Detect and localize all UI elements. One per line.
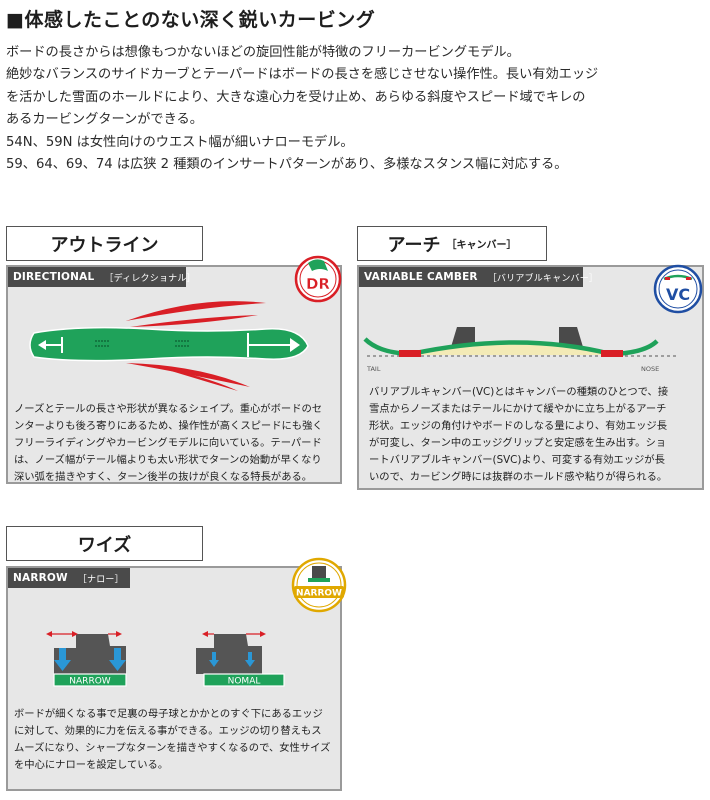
narrow-arrow-right-head <box>72 631 78 637</box>
normal-pressure-arrow-right-head <box>245 660 255 667</box>
outline-text-line: は、ノーズ幅がテール幅よりも太い形状でターンの始動が早くなり <box>14 454 322 466</box>
outline-text-line: ンターよりも後ろ寄りにあるため、操作性が高くスピードにも強く <box>14 420 323 432</box>
waist-text-line: を中心にナローを設定している。 <box>14 759 169 771</box>
intro-line: あるカービングターンができる。 <box>6 112 203 128</box>
sidecut-swoosh-lower-thin <box>158 367 238 391</box>
waist-label-en: NARROW <box>13 572 68 584</box>
narrow-arrow-left-head <box>46 631 52 637</box>
front-binding <box>559 327 583 347</box>
dr-badge-icon: DR <box>294 255 342 303</box>
page-title: ■体感したことのない深く鋭いカービング <box>6 9 376 31</box>
rear-binding <box>451 327 475 347</box>
arch-tab: アーチ ［キャンバー］ <box>357 226 547 261</box>
arch-text-line: バリアブルキャンバー(VC)とはキャンバーの種類のひとつで、接 <box>369 386 669 398</box>
waist-label-jp: ［ナロー］ <box>77 574 124 585</box>
nose-label: NOSE <box>641 365 659 373</box>
sidecut-swoosh-upper-thin <box>130 315 258 327</box>
normal-board <box>203 673 285 687</box>
arch-description: バリアブルキャンバー(VC)とはキャンバーの種類のひとつで、接 雪点からノーズま… <box>369 384 668 486</box>
waist-tab: ワイズ <box>6 526 203 561</box>
arch-text-line: 雪点からノーズまたはテールにかけて緩やかに立ち上がるアーチ <box>369 403 667 415</box>
dr-badge-text: DR <box>306 275 330 293</box>
arch-text-line: が可変し、ターン中のエッジグリップと安定感を生み出す。ショ <box>369 437 667 449</box>
outline-label-jp: ［ディレクショナル］ <box>104 273 196 284</box>
waist-tab-label: ワイズ <box>77 534 132 556</box>
arch-text-line: ートバリアブルキャンバー(SVC)より、可変する有効エッジが長 <box>369 454 665 466</box>
intro-line: 絶妙なバランスのサイドカーブとテーパードはボードの長さを感じさせない操作性。長い… <box>6 67 599 83</box>
outline-tab: アウトライン <box>6 226 203 261</box>
arch-text-line: いので、カービング時には抜群のホールド感や粘りが得られる。 <box>369 471 668 483</box>
tail-label: TAIL <box>366 365 381 373</box>
waist-text-line: に対して、効果的に力を伝える事ができる。エッジの切り替えもス <box>14 725 322 737</box>
normal-arrow-right-head <box>260 631 266 637</box>
camber-board-profile <box>363 337 659 357</box>
narrow-board-label: NARROW <box>69 677 110 687</box>
vc-badge-text: VC <box>666 285 690 304</box>
narrow-pressure-arrow-right <box>114 648 121 660</box>
narrow-badge-text: NARROW <box>296 589 342 599</box>
directional-board <box>29 326 309 362</box>
insert-dots <box>95 340 189 347</box>
intro-line: を活かした雪面のホールドにより、大きな遠心力を受け止め、あらゆる斜度やスピード域… <box>6 89 586 105</box>
sidecut-swoosh-upper <box>126 301 266 321</box>
narrow-pressure-arrow-left-head <box>54 660 71 671</box>
normal-pressure-arrow-right <box>248 652 252 660</box>
normal-board-label: NOMAL <box>228 677 261 687</box>
outline-tab-label: アウトライン <box>50 234 159 256</box>
arch-text-line: 形状。エッジの角付けやボードのしなる量により、有効エッジ長 <box>369 420 667 432</box>
outline-panel: DIRECTIONAL ［ディレクショナル］ ノーズとテールの長さや形状が異なる… <box>6 265 342 484</box>
narrow-boot <box>54 634 126 674</box>
outline-text-line: フリーライディングやカービングモデルに向いている。テーパード <box>14 437 322 449</box>
camber-diagram: TAIL NOSE <box>363 327 679 373</box>
waist-diagram: NARROW NOMAL <box>46 631 285 687</box>
narrow-arrow-right-head-2 <box>116 631 122 637</box>
intro-line: 54N、59N は女性向けのウエスト幅が細いナローモデル。 <box>6 134 354 150</box>
narrow-board <box>53 673 127 687</box>
outline-text-line: ノーズとテールの長さや形状が異なるシェイプ。重心がボードのセ <box>14 403 323 415</box>
tail-arrow-head <box>38 340 46 350</box>
waist-panel: NARROW ［ナロー］ NARROW NOMAL ボードが細くなる <box>6 566 342 791</box>
tail-contact-point <box>399 350 421 357</box>
normal-boot <box>196 634 262 674</box>
intro-line: ボードの長さからは想像もつかないほどの旋回性能が特徴のフリーカービングモデル。 <box>6 45 520 60</box>
arch-label-en: VARIABLE CAMBER <box>364 271 478 283</box>
outline-label-bar: DIRECTIONAL ［ディレクショナル］ <box>8 267 196 287</box>
vc-badge-icon: VC <box>653 264 703 314</box>
arch-tab-sub: ［キャンバー］ <box>446 240 517 251</box>
nose-contact-point <box>601 350 623 357</box>
waist-text-line: ボードが細くなる事で足裏の母子球とかかとのすぐ下にあるエッジ <box>14 708 323 720</box>
waist-description: ボードが細くなる事で足裏の母子球とかかとのすぐ下にあるエッジ に対して、効果的に… <box>14 706 330 774</box>
narrow-pressure-arrow-left <box>59 648 66 660</box>
intro-text: ボードの長さからは想像もつかないほどの旋回性能が特徴のフリーカービングモデル。 … <box>6 42 706 176</box>
waist-text-line: ムーズになり、シャープなターンを描きやすくなるので、女性サイズ <box>14 742 331 754</box>
arch-tab-label: アーチ <box>387 234 441 256</box>
outline-description: ノーズとテールの長さや形状が異なるシェイプ。重心がボードのセ ンターよりも後ろ寄… <box>14 401 323 486</box>
narrow-badge-icon: NARROW <box>291 557 347 613</box>
directional-board-diagram <box>29 301 309 391</box>
intro-line: 59、64、69、74 は広狭 2 種類のインサートパターンがあり、多様なスタン… <box>6 157 568 173</box>
nose-arrow-head <box>290 338 300 352</box>
arch-label-bar: VARIABLE CAMBER ［バリアブルキャンバー］ <box>359 267 598 287</box>
arch-panel: VARIABLE CAMBER ［バリアブルキャンバー］ TAIL NOSE バ… <box>357 265 704 490</box>
normal-pressure-arrow-left <box>212 652 216 660</box>
waist-label-bar: NARROW ［ナロー］ <box>8 568 130 588</box>
normal-pressure-arrow-left-head <box>209 660 219 667</box>
arch-label-jp: ［バリアブルキャンバー］ <box>487 273 599 284</box>
normal-arrow-left-head <box>202 631 208 637</box>
outline-text-line: 深い弧を描きやすく、ターン後半の抜けが良くなる特長がある。 <box>14 471 313 483</box>
outline-label-en: DIRECTIONAL <box>13 271 95 283</box>
narrow-pressure-arrow-right-head <box>109 660 126 671</box>
